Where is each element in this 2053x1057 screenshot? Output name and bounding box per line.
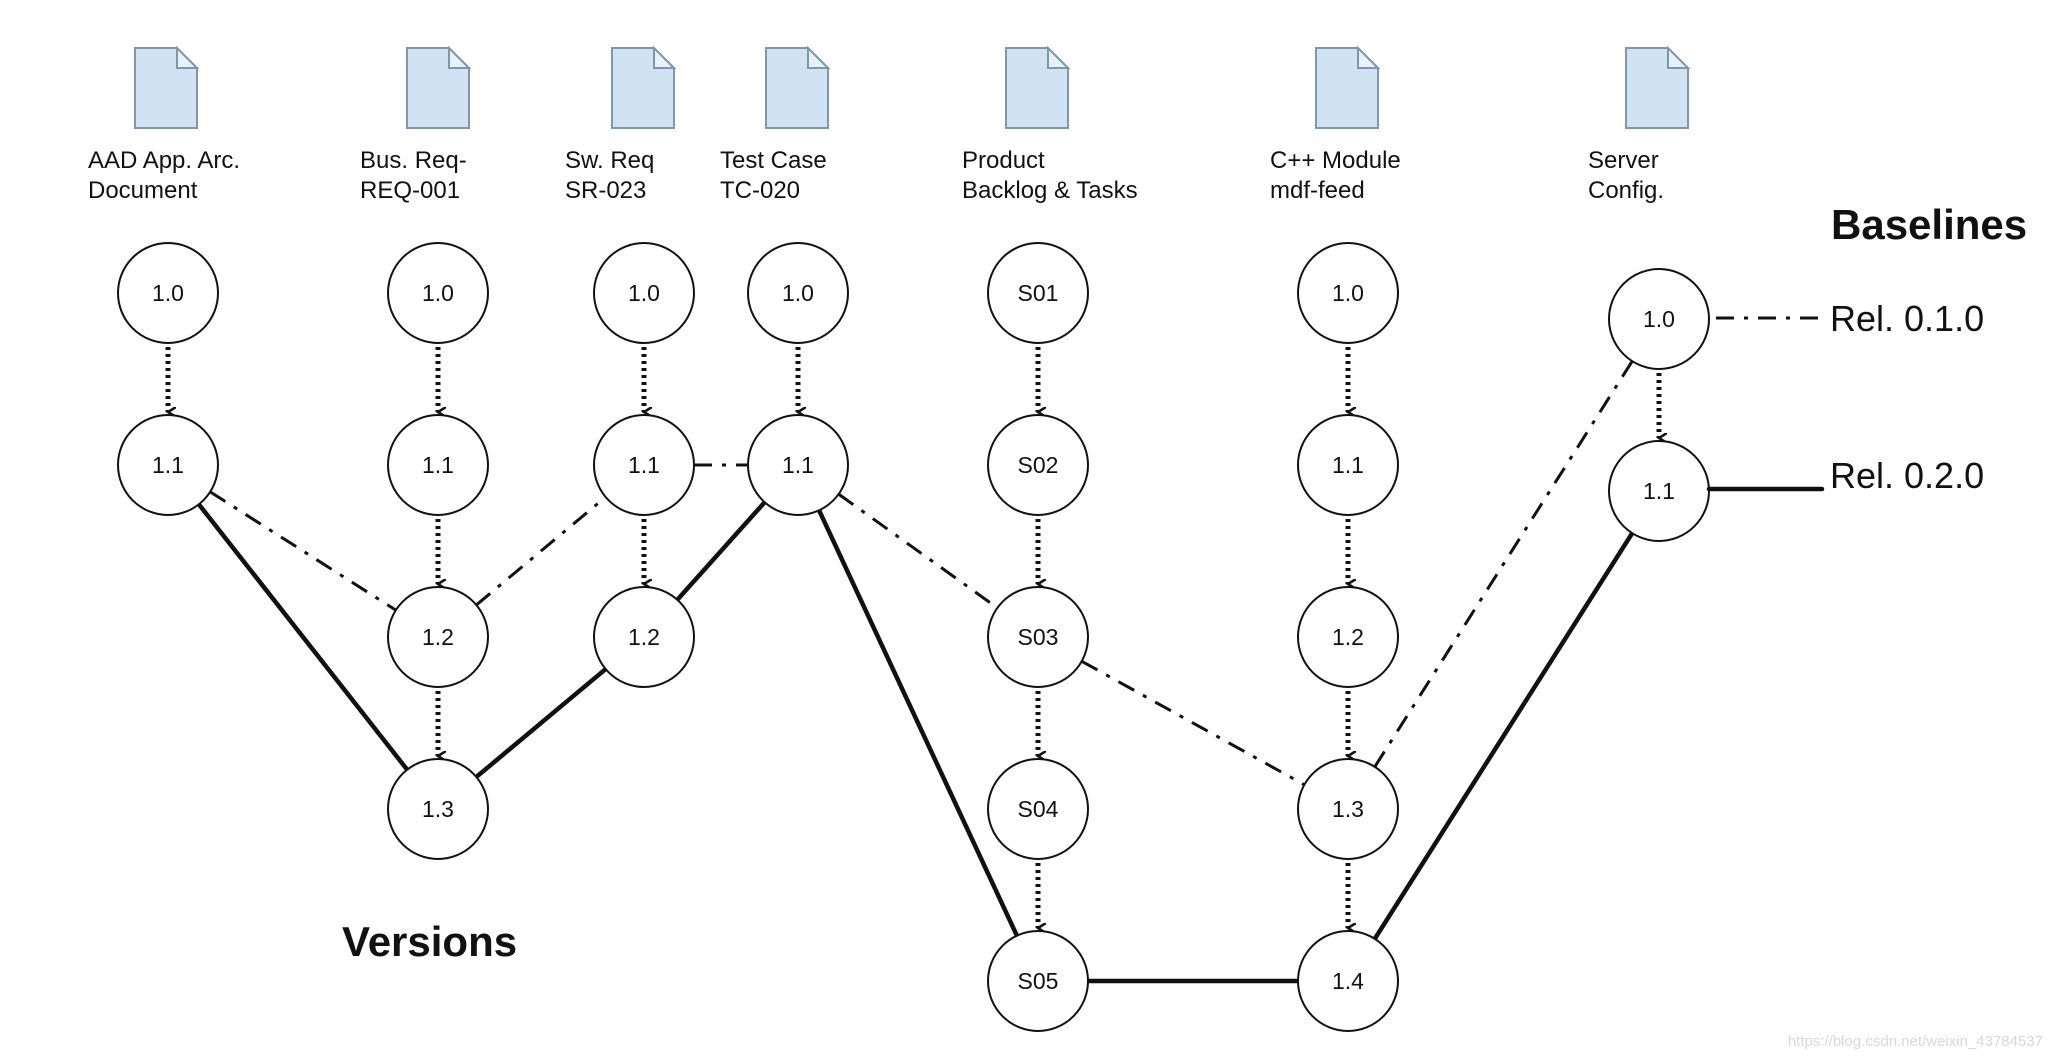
version-node-busreq-1-1: 1.1 [387, 414, 489, 516]
version-label: S05 [1018, 968, 1059, 994]
version-node-backlog-s01: S01 [987, 242, 1089, 344]
version-node-testcase-1-0: 1.0 [747, 242, 849, 344]
version-label: 1.2 [422, 624, 454, 650]
version-node-cpp-1-1: 1.1 [1297, 414, 1399, 516]
document-icon [134, 45, 200, 129]
baseline-segment-rel-0-1-0 [209, 490, 397, 612]
baseline-segment-rel-0-2-0 [196, 502, 410, 772]
version-label: 1.3 [422, 796, 454, 822]
versions-label: Versions [342, 918, 517, 965]
document-icon [1315, 45, 1381, 129]
baseline-segment-rel-0-1-0 [837, 492, 999, 610]
baseline-lines [196, 360, 1635, 984]
version-label: S03 [1018, 624, 1059, 650]
version-label: S02 [1018, 452, 1059, 478]
version-label: S04 [1018, 796, 1059, 822]
version-node-backlog-s05: S05 [987, 930, 1089, 1032]
version-node-cpp-1-0: 1.0 [1297, 242, 1399, 344]
baseline-legend: Rel. 0.1.0 Rel. 0.2.0 [1706, 298, 1984, 496]
version-label: 1.0 [1643, 306, 1675, 332]
artifact-label: Test Case [720, 147, 827, 174]
baseline-segment-rel-0-2-0 [474, 666, 608, 780]
document-icon [406, 45, 472, 129]
artifact-label: TC-020 [720, 177, 800, 204]
baseline-segment-rel-0-2-0 [675, 500, 767, 602]
version-label: S01 [1018, 280, 1059, 306]
artifact-label: Sw. Req [565, 147, 654, 174]
version-node-backlog-s03: S03 [987, 586, 1089, 688]
version-node-aad-1-1: 1.1 [117, 414, 219, 516]
document-icon [1625, 45, 1691, 129]
baseline-label-rel-010: Rel. 0.1.0 [1830, 298, 1984, 339]
document-icon [765, 45, 831, 129]
version-label: 1.0 [628, 280, 660, 306]
baseline-segment-rel-0-2-0 [1372, 530, 1635, 942]
artifact-label: mdf-feed [1270, 177, 1365, 204]
version-label: 1.1 [422, 452, 454, 478]
document-icon [1005, 45, 1071, 129]
version-node-server-1-1: 1.1 [1608, 440, 1710, 542]
version-label: 1.1 [782, 452, 814, 478]
version-node-cpp-1-2: 1.2 [1297, 586, 1399, 688]
version-node-busreq-1-3: 1.3 [387, 758, 489, 860]
version-node-swreq-1-2: 1.2 [593, 586, 695, 688]
artifact-label: Bus. Req- [360, 147, 467, 174]
artifact-label: Product [962, 147, 1045, 174]
version-node-backlog-s02: S02 [987, 414, 1089, 516]
artifact-label: REQ-001 [360, 177, 460, 204]
version-label: 1.1 [628, 452, 660, 478]
version-node-busreq-1-0: 1.0 [387, 242, 489, 344]
artifact-label: Server [1588, 147, 1659, 174]
version-label: 1.3 [1332, 796, 1364, 822]
version-node-swreq-1-1: 1.1 [593, 414, 695, 516]
baseline-segment-rel-0-1-0 [1373, 360, 1634, 768]
version-node-cpp-1-3: 1.3 [1297, 758, 1399, 860]
baseline-segment-rel-0-1-0 [1080, 659, 1306, 787]
watermark: https://blog.csdn.net/weixin_43784537 [1788, 1033, 2043, 1050]
version-node-busreq-1-2: 1.2 [387, 586, 489, 688]
version-node-cpp-1-4: 1.4 [1297, 930, 1399, 1032]
version-label: 1.0 [152, 280, 184, 306]
artifact-label: AAD App. Arc. [88, 147, 240, 174]
baseline-segment-rel-0-1-0 [475, 495, 607, 607]
baseline-segment-rel-0-2-0 [816, 508, 1020, 938]
version-label: 1.2 [1332, 624, 1364, 650]
version-node-swreq-1-0: 1.0 [593, 242, 695, 344]
artifact-label: C++ Module [1270, 147, 1401, 174]
artifact-label: Document [88, 177, 198, 204]
version-label: 1.1 [152, 452, 184, 478]
version-node-backlog-s04: S04 [987, 758, 1089, 860]
version-label: 1.2 [628, 624, 660, 650]
baselines-label: Baselines [1831, 201, 2027, 248]
artifact-headers: AAD App. Arc. Document Bus. Req- REQ-001 Sw.… [88, 45, 1691, 204]
version-label: 1.1 [1332, 452, 1364, 478]
document-icon [611, 45, 677, 129]
version-node-testcase-1-1: 1.1 [747, 414, 849, 516]
baseline-label-rel-020: Rel. 0.2.0 [1830, 455, 1984, 496]
version-node-server-1-0: 1.0 [1608, 268, 1710, 370]
version-node-aad-1-0: 1.0 [117, 242, 219, 344]
version-label: 1.1 [1643, 478, 1675, 504]
version-label: 1.0 [1332, 280, 1364, 306]
version-label: 1.0 [422, 280, 454, 306]
version-label: 1.4 [1332, 968, 1364, 994]
artifact-label: Backlog & Tasks [962, 177, 1138, 204]
version-label: 1.0 [782, 280, 814, 306]
artifact-label: SR-023 [565, 177, 646, 204]
version-nodes: 1.0 1.1 1.0 1.1 1.2 1.3 1.0 1.1 1.2 1.0 1.1 S01S02S… [117, 242, 1710, 1032]
artifact-label: Config. [1588, 177, 1664, 204]
